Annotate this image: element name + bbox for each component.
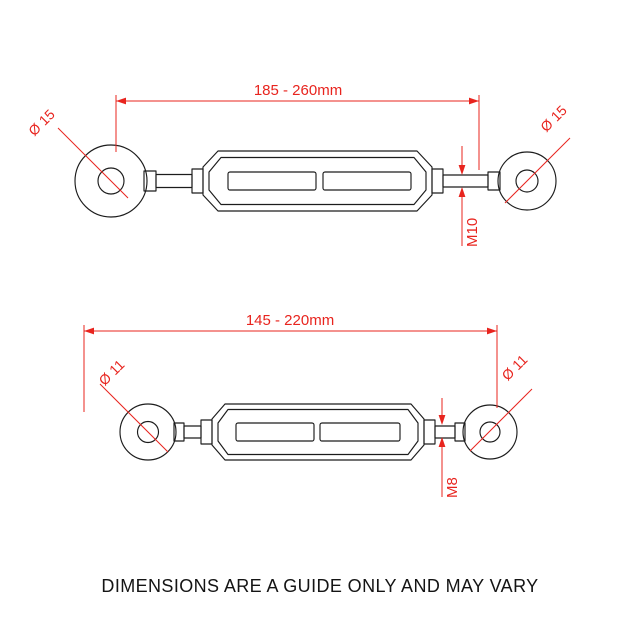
bottom-body-right-slot [319, 422, 401, 442]
top-body-outline [202, 150, 433, 212]
top-left-eye-leader-line [57, 127, 129, 199]
bottom-left-rod [183, 425, 202, 439]
bottom-right-collar [454, 422, 466, 442]
bottom-thread-size-label: M8 [444, 477, 461, 498]
arrowhead-icon [438, 437, 446, 447]
top-body-right-slot [322, 171, 412, 191]
disclaimer-text: DIMENSIONS ARE A GUIDE ONLY AND MAY VARY [101, 576, 538, 596]
top-thread-size-label: M10 [464, 218, 481, 247]
arrowhead-icon [438, 415, 446, 425]
arrowhead-icon [469, 97, 479, 105]
bottom-right-end-block [423, 419, 436, 445]
top-right-eye-diameter-label: Ø 15 [537, 102, 570, 135]
top-left-rod [155, 173, 193, 189]
top-body-left-slot [227, 171, 317, 191]
bottom-left-eye-inner [136, 420, 160, 444]
bottom-right-rod [434, 425, 456, 439]
arrowhead-icon [458, 165, 466, 175]
bottom-left-eye-outer [119, 403, 177, 461]
top-right-rod [442, 174, 489, 188]
top-right-collar [487, 171, 501, 191]
bottom-body-left-slot [235, 422, 315, 442]
arrowhead-icon [458, 187, 466, 197]
top-left-eye-inner [97, 167, 125, 195]
bottom-right-eye-outer [462, 404, 518, 460]
top-left-end-block [191, 168, 204, 194]
bottom-left-eye-diameter-label: Ø 11 [95, 356, 127, 388]
arrowhead-icon [487, 327, 497, 335]
top-right-eye-leader-line [504, 137, 571, 204]
bottom-length-dimension-label: 145 - 220mm [246, 312, 334, 329]
bottom-body-outline [211, 403, 425, 461]
top-turnbuckle-drawing [74, 144, 557, 218]
top-right-eye-inner [515, 169, 539, 193]
top-body-inner-outline [208, 156, 427, 206]
bottom-left-end-block [200, 419, 213, 445]
top-right-end-block [431, 168, 444, 194]
top-left-eye-outer [74, 144, 148, 218]
arrowhead-icon [116, 97, 126, 105]
top-dimensions: 185 - 260mm Ø 15 Ø 15 M10 [25, 82, 571, 247]
bottom-dimensions: 145 - 220mm Ø 11 Ø 11 M8 [83, 312, 533, 498]
arrowhead-icon [84, 327, 94, 335]
bottom-right-eye-diameter-label: Ø 11 [498, 351, 530, 383]
top-right-eye-outer [497, 151, 557, 211]
bottom-right-eye-leader-line [469, 388, 533, 452]
bottom-turnbuckle-drawing [119, 403, 518, 461]
top-left-eye-diameter-label: Ø 15 [25, 106, 58, 139]
top-length-dimension-label: 185 - 260mm [254, 82, 342, 99]
bottom-body-inner-outline [217, 408, 419, 456]
bottom-left-eye-leader-line [99, 383, 169, 453]
bottom-right-eye-inner [479, 421, 501, 443]
